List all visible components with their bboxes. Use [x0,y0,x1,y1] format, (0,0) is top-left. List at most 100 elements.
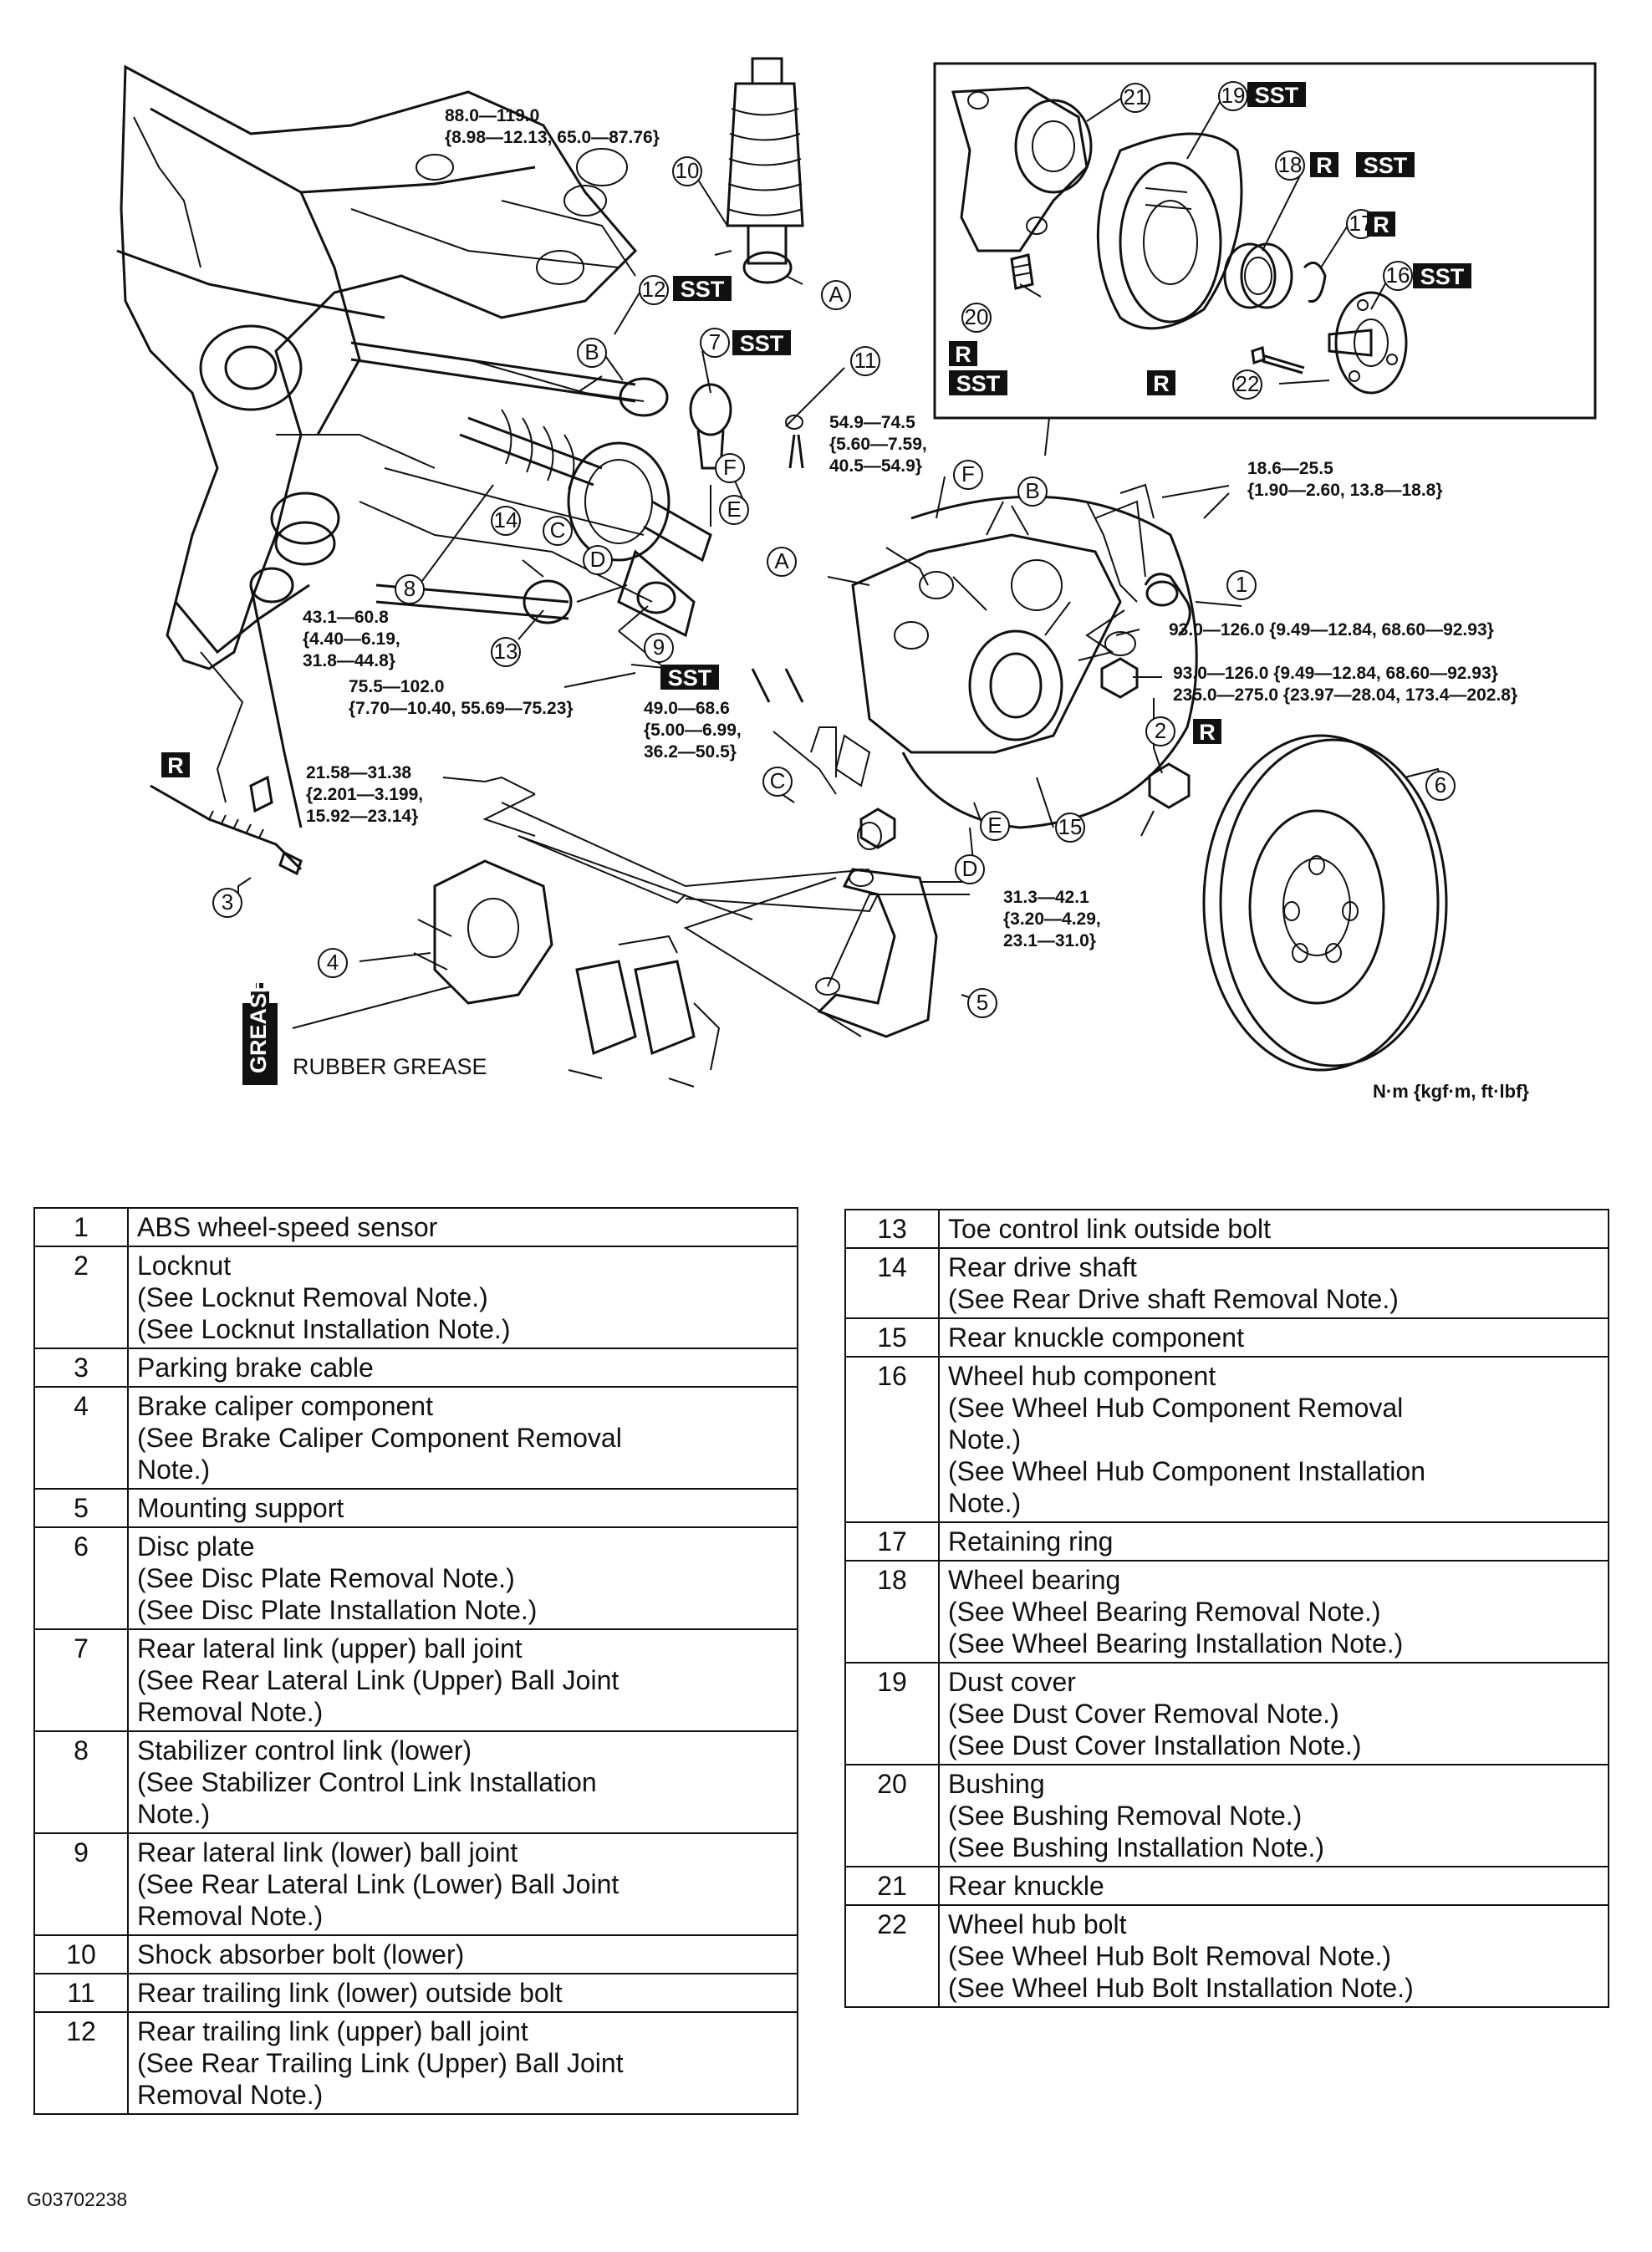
svg-text:R: R [167,753,184,778]
r-badge-13: R [161,752,190,778]
part-description: Rear knuckle component [938,1317,1609,1358]
sst-badge-6: SST [1356,152,1415,178]
part-number: 20 [844,1764,940,1867]
callout-15: 15 [1055,813,1085,843]
part-description-line: Wheel bearing [948,1565,1121,1595]
locknuts [859,657,1191,849]
svg-text:1: 1 [1236,572,1247,597]
svg-text:D: D [590,547,606,572]
subframe-assembly [116,64,653,828]
svg-text:F: F [961,461,975,487]
letter-marker-b-mate: B [1017,476,1048,507]
abs-sensor [1094,500,1191,656]
part-description-line: (See Disc Plate Removal Note.) [137,1563,515,1593]
part-number: 15 [844,1317,940,1358]
part-number: 1 [33,1207,129,1247]
sst-badge-3: SST [660,665,719,690]
svg-text:9: 9 [653,634,665,660]
part-number: 9 [33,1832,129,1936]
rubber-grease-label: RUBBER GREASE [293,1054,487,1079]
part-description-line: (See Stabilizer Control Link Installatio… [137,1767,597,1797]
part-description-line: (See Dust Cover Removal Note.) [948,1699,1339,1729]
sst-badge-10: SST [949,370,1007,396]
part-number: 8 [33,1730,129,1834]
torque-t2-line-1: 54.9—74.5 [829,413,915,432]
part-number: 14 [844,1247,940,1319]
sst-badge-4: SST [1247,82,1306,108]
svg-text:15: 15 [1058,814,1083,839]
svg-text:F: F [723,455,737,480]
torque-t10-line-3: 23.1—31.0} [1003,931,1096,950]
callout-6: 6 [1425,771,1456,801]
part-description-line: Rear knuckle component [948,1322,1244,1353]
svg-text:11: 11 [854,348,877,373]
callout-3: 3 [212,888,242,918]
parking-brake-cable [150,775,303,876]
part-description: Mounting support [127,1488,798,1528]
part-description-line: Rear trailing link (lower) outside bolt [137,1978,563,2008]
part-number: 19 [844,1662,940,1765]
part-description: Rear lateral link (upper) ball joint(See… [127,1628,798,1732]
svg-text:13: 13 [494,639,518,664]
sst-badge-1: SST [673,276,732,302]
part-description: ABS wheel-speed sensor [127,1207,798,1247]
part-number: 22 [844,1904,940,2008]
letter-marker-a-mate: A [767,547,797,577]
callout-9: 9 [644,633,674,663]
svg-text:A: A [829,282,844,307]
torque-t6-line-2: {4.40—6.19, [303,629,400,649]
grease-can-icon: GREASE [242,978,278,1085]
svg-text:SST: SST [1255,83,1299,108]
svg-text:C: C [770,768,786,793]
part-description-line: Retaining ring [948,1526,1114,1557]
part-number: 10 [33,1934,129,1974]
part-description: Wheel hub bolt(See Wheel Hub Bolt Remova… [938,1904,1609,2008]
part-description-line: (See Bushing Removal Note.) [948,1801,1303,1831]
part-description-line: Removal Note.) [137,1901,324,1931]
part-description-line: (See Rear Trailing Link (Upper) Ball Joi… [137,2048,624,2078]
part-description: Rear lateral link (lower) ball joint(See… [127,1832,798,1936]
part-description-line: Removal Note.) [137,1697,324,1727]
part-description-line: Wheel hub bolt [948,1909,1127,1939]
part-description-line: (See Wheel Hub Bolt Removal Note.) [948,1941,1391,1971]
part-description-line: (See Wheel Bearing Installation Note.) [948,1628,1404,1658]
svg-text:SST: SST [1364,153,1408,178]
part-description: Bushing(See Bushing Removal Note.)(See B… [938,1764,1609,1867]
callout-18: 18 [1275,150,1305,181]
part-description-line: Rear lateral link (upper) ball joint [137,1633,523,1664]
svg-text:21: 21 [1124,84,1148,110]
part-description-line: Shock absorber bolt (lower) [137,1939,465,1969]
part-description: Rear knuckle [938,1866,1609,1906]
part-number: 4 [33,1386,129,1490]
letter-marker-f-mate: F [953,460,983,490]
part-description-line: Removal Note.) [137,2080,324,2110]
svg-text:D: D [962,856,978,881]
svg-text:SST: SST [668,665,712,690]
table-row: 15 Rear knuckle component [844,1317,1609,1358]
svg-text:6: 6 [1435,772,1446,797]
part-description-line: Bushing [948,1769,1045,1799]
svg-text:7: 7 [709,329,721,354]
part-description: Wheel bearing(See Wheel Bearing Removal … [938,1560,1609,1664]
svg-text:SST: SST [681,277,725,302]
part-description-line: Note.) [137,1799,211,1829]
mounting-support [815,868,938,1038]
svg-text:20: 20 [965,304,989,329]
part-number: 21 [844,1866,940,1906]
torque-t9-line-2: {2.201—3.199, [306,785,423,804]
callout-19: 19 [1218,81,1248,111]
part-number: 17 [844,1521,940,1562]
part-description: Rear trailing link (lower) outside bolt [127,1973,798,2013]
part-description-line: ABS wheel-speed sensor [137,1212,438,1242]
part-description: Dust cover(See Dust Cover Removal Note.)… [938,1662,1609,1765]
